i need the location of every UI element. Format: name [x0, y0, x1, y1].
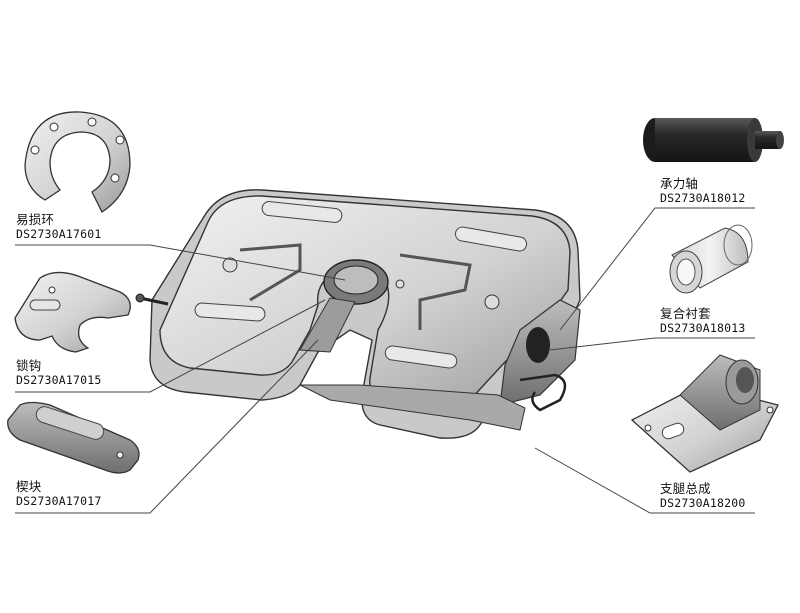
label-bearing-shaft: 承力轴 DS2730A18012	[660, 176, 745, 206]
label-support-leg-name: 支腿总成	[660, 481, 711, 496]
label-composite-bushing-name: 复合衬套	[660, 306, 711, 321]
label-wear-ring-name: 易损环	[16, 212, 55, 227]
label-bearing-shaft-code: DS2730A18012	[660, 191, 746, 205]
label-wedge-block-name: 楔块	[16, 479, 42, 494]
fifth-wheel-assembly	[135, 189, 581, 439]
label-wear-ring: 易损环 DS2730A17601	[16, 212, 101, 242]
wear-ring-part	[24, 111, 131, 213]
plate-slot	[194, 302, 266, 322]
label-support-leg: 支腿总成 DS2730A18200	[660, 481, 745, 511]
label-wedge-block: 楔块 DS2730A17017	[16, 479, 101, 509]
leader-line-support-leg	[534, 447, 755, 514]
wedge-block-part	[7, 401, 140, 474]
plate-slot	[261, 201, 343, 223]
bearing-shaft-part	[643, 118, 784, 162]
leader-line-bearing-shaft	[559, 207, 755, 331]
plate-bolt	[484, 294, 500, 310]
label-bearing-shaft-name: 承力轴	[660, 176, 699, 191]
leader-lines	[15, 207, 755, 514]
support-leg-part	[630, 354, 779, 473]
plate-slot	[384, 345, 458, 369]
grease-groove	[399, 253, 472, 330]
kingpin-ring	[333, 265, 379, 295]
underframe	[299, 384, 526, 431]
label-lock-hook-code: DS2730A17015	[16, 373, 102, 387]
pin-bolt	[139, 296, 169, 306]
plate-bolt	[222, 257, 238, 273]
release-handle	[519, 373, 567, 412]
lock-hook-part	[14, 271, 131, 353]
shaft-bore	[526, 327, 550, 363]
label-composite-bushing-code: DS2730A18013	[660, 321, 746, 335]
plate-bolt	[395, 279, 405, 289]
label-wear-ring-code: DS2730A17601	[16, 227, 102, 241]
composite-bushing-part	[669, 224, 753, 294]
label-composite-bushing: 复合衬套 DS2730A18013	[660, 306, 745, 336]
pin-bolt-head	[135, 293, 145, 303]
leader-line-wear-ring	[15, 244, 346, 281]
label-support-leg-code: DS2730A18200	[660, 496, 746, 510]
throat-channel	[299, 297, 356, 353]
label-wedge-block-code: DS2730A17017	[16, 494, 102, 508]
plate-slot	[454, 226, 528, 252]
label-lock-hook: 锁钩 DS2730A17015	[16, 358, 101, 388]
grease-groove	[239, 243, 302, 302]
label-lock-hook-name: 锁钩	[16, 358, 42, 373]
leader-line-wedge-block	[15, 339, 319, 514]
leader-line-bushing	[549, 337, 755, 351]
leader-line-lock-hook	[15, 299, 326, 393]
